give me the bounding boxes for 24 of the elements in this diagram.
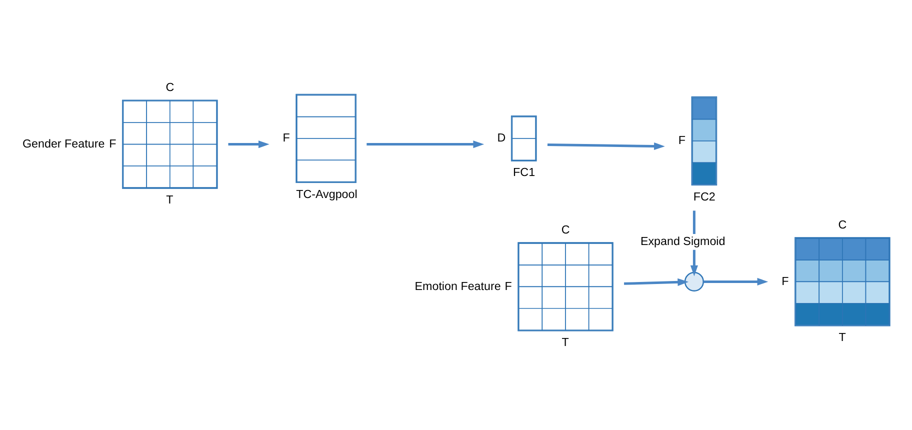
node-label: F	[282, 131, 290, 144]
node-label: TC-Avgpool	[296, 187, 358, 200]
node-label: T	[562, 336, 569, 349]
node-label: Gender Feature	[22, 136, 105, 150]
node-label: F	[782, 274, 789, 288]
node-label: C	[166, 80, 174, 94]
node-circle	[684, 271, 704, 291]
node-label: FC2	[693, 190, 716, 203]
node-label: T	[166, 193, 174, 206]
arrow	[704, 277, 768, 286]
node-label: D	[497, 131, 506, 144]
arrow	[228, 140, 270, 148]
edge-label: Expand Sigmoid	[640, 234, 726, 248]
node-label: C	[838, 218, 847, 232]
node-label: Emotion Feature	[414, 279, 501, 292]
node-label: F	[109, 136, 116, 150]
arrow	[366, 140, 484, 148]
node-label: FC1	[513, 166, 536, 179]
node-label: F	[504, 279, 512, 292]
node-label: T	[838, 330, 846, 344]
node-label: C	[561, 223, 570, 236]
node-label: F	[678, 134, 686, 147]
arrow	[624, 278, 689, 286]
arrow	[547, 142, 665, 150]
